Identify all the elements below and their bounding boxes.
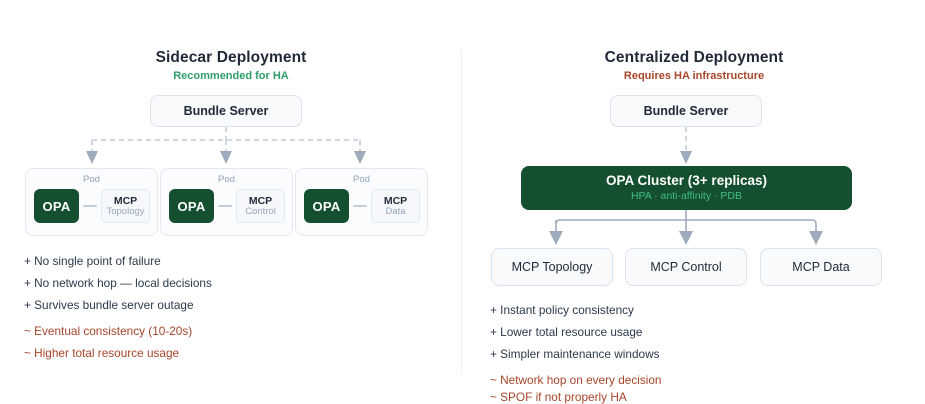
pod-1-opa-label: OPA: [42, 198, 71, 214]
mcp-control-box[interactable]: MCP Control: [625, 248, 747, 286]
left-pro-2: + No network hop — local decisions: [24, 276, 212, 290]
mcp-data-box[interactable]: MCP Data: [760, 248, 882, 286]
right-bundle-server-label: Bundle Server: [643, 104, 729, 118]
left-pro-3: + Survives bundle server outage: [24, 298, 194, 312]
pod-3-mcp-box[interactable]: MCP Data: [371, 189, 420, 223]
pod-3-opa-box[interactable]: OPA: [304, 189, 349, 223]
right-panel-subtitle: Requires HA infrastructure: [623, 70, 765, 82]
left-pro-1: + No single point of failure: [24, 254, 161, 268]
pod-3-opa-label: OPA: [312, 198, 341, 214]
left-con-1: ~ Eventual consistency (10-20s): [24, 324, 193, 338]
pod-3-link: [353, 205, 367, 207]
mcp-control-label: MCP Control: [650, 260, 722, 274]
pod-3-mcp-title: MCP: [383, 194, 408, 207]
opa-cluster-subtitle: HPA · anti-affinity · PDB: [630, 190, 743, 203]
mcp-data-label: MCP Data: [792, 260, 850, 274]
left-panel-subtitle: Recommended for HA: [173, 70, 289, 82]
opa-cluster-title: OPA Cluster (3+ replicas): [606, 172, 767, 188]
pod-1-opa-box[interactable]: OPA: [34, 189, 79, 223]
right-con-2: ~ SPOF if not properly HA: [490, 390, 627, 404]
pod-1-link: [83, 205, 97, 207]
opa-cluster-box[interactable]: OPA Cluster (3+ replicas) HPA · anti-aff…: [521, 166, 852, 210]
pod-2-mcp-box[interactable]: MCP Control: [236, 189, 285, 223]
left-con-2: ~ Higher total resource usage: [24, 346, 180, 360]
pod-1-label: Pod: [83, 174, 100, 185]
pod-2-opa-label: OPA: [177, 198, 206, 214]
left-bundle-server-box[interactable]: Bundle Server: [150, 95, 302, 127]
right-pro-1: + Instant policy consistency: [490, 303, 634, 317]
left-panel-title: Sidecar Deployment: [155, 49, 307, 66]
left-bundle-server-label: Bundle Server: [183, 104, 269, 118]
mcp-topology-box[interactable]: MCP Topology: [491, 248, 613, 286]
pod-2-label: Pod: [218, 174, 235, 185]
pod-2-opa-box[interactable]: OPA: [169, 189, 214, 223]
right-bundle-server-box[interactable]: Bundle Server: [610, 95, 762, 127]
pod-2-mcp-sub: Control: [245, 205, 276, 217]
right-con-1: ~ Network hop on every decision: [490, 373, 662, 387]
pod-3-mcp-sub: Data: [385, 205, 406, 217]
pod-2-link: [218, 205, 232, 207]
right-pro-2: + Lower total resource usage: [490, 325, 643, 339]
pod-2-mcp-title: MCP: [248, 194, 273, 207]
pod-1-mcp-box[interactable]: MCP Topology: [101, 189, 150, 223]
panel-divider: [461, 50, 462, 372]
pod-1-mcp-title: MCP: [113, 194, 138, 207]
pod-3-label: Pod: [353, 174, 370, 185]
right-pro-3: + Simpler maintenance windows: [490, 347, 660, 361]
right-panel-title: Centralized Deployment: [604, 49, 784, 66]
pod-1-mcp-sub: Topology: [106, 205, 145, 217]
mcp-topology-label: MCP Topology: [511, 260, 593, 274]
